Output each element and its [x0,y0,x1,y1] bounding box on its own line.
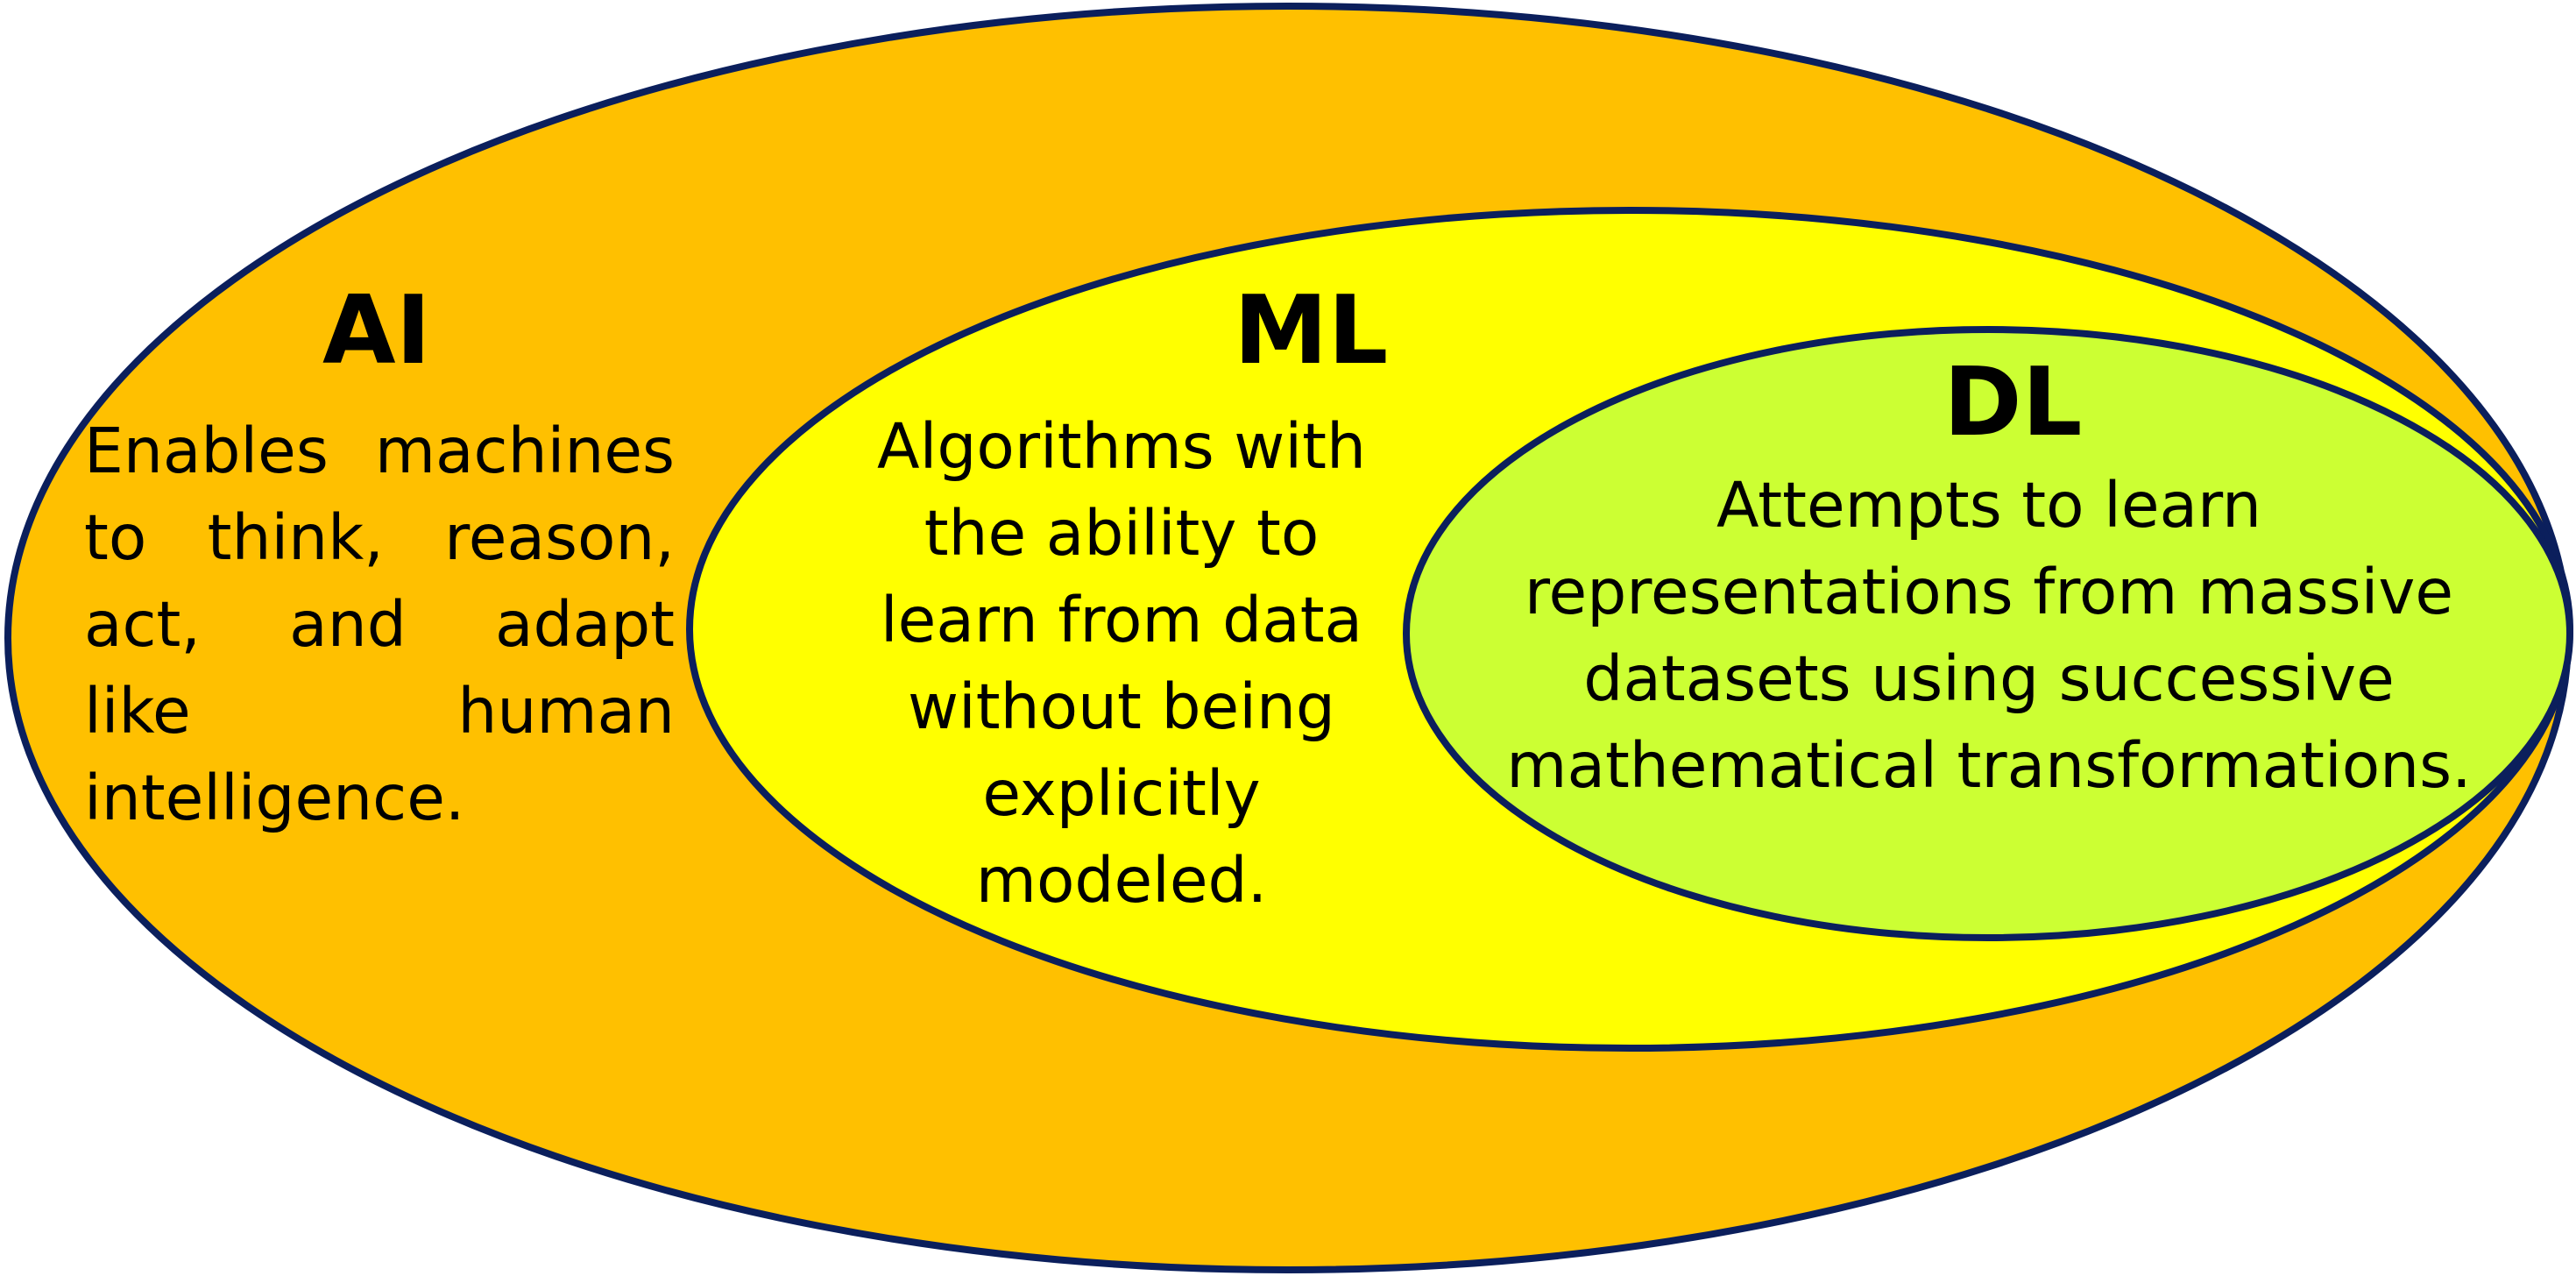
ml-description-line: Algorithms with [877,410,1366,483]
ml-title: ML [1234,276,1389,386]
dl-description-line: mathematical transformations. [1506,729,2472,802]
dl-description-line: representations from massive [1524,556,2454,628]
ai-title: AI [322,276,431,386]
dl-title: DL [1943,348,2083,457]
ml-description-line: learn from data [880,584,1363,656]
ai-description: Enables machines to think, reason, act, … [84,408,675,841]
ai-description-line: like human [84,675,675,748]
ml-description-line: without being [907,670,1336,743]
ai-description-line: Enables machines [84,415,675,487]
ml-description-line: the ability to [924,497,1320,570]
ml-description-line: explicitly [982,757,1261,830]
ai-description-line: act, and adapt [84,588,675,661]
ml-description: Algorithms with the ability to learn fro… [841,403,1402,924]
dl-description: Attempts to learn representations from m… [1481,462,2497,809]
dl-description-line: datasets using successive [1583,642,2395,715]
dl-ellipse [1403,326,2573,941]
dl-description-line: Attempts to learn [1716,469,2261,542]
ai-description-line: to think, reason, [84,501,675,574]
ai-description-line: intelligence. [84,762,465,834]
ml-description-line: modeled. [975,844,1268,917]
